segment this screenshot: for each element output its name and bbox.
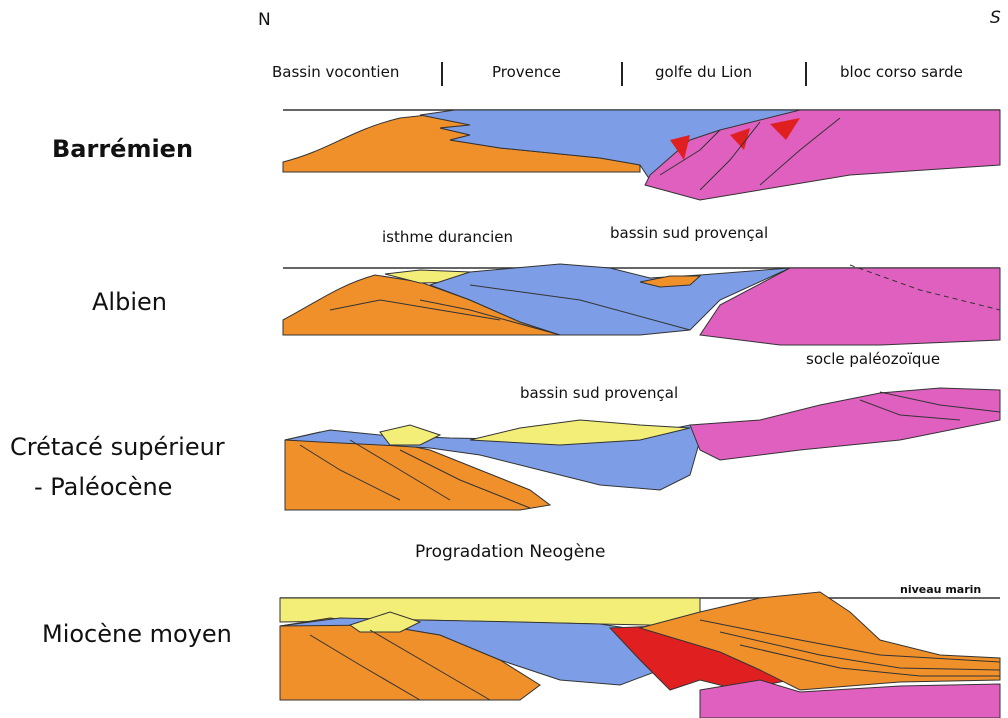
magenta-basement <box>690 388 1000 460</box>
section-cretace <box>285 388 1000 510</box>
section-albien <box>283 264 1000 345</box>
domain-separators <box>442 62 806 86</box>
section-miocene <box>280 592 1000 718</box>
section-barremien <box>283 110 1000 200</box>
